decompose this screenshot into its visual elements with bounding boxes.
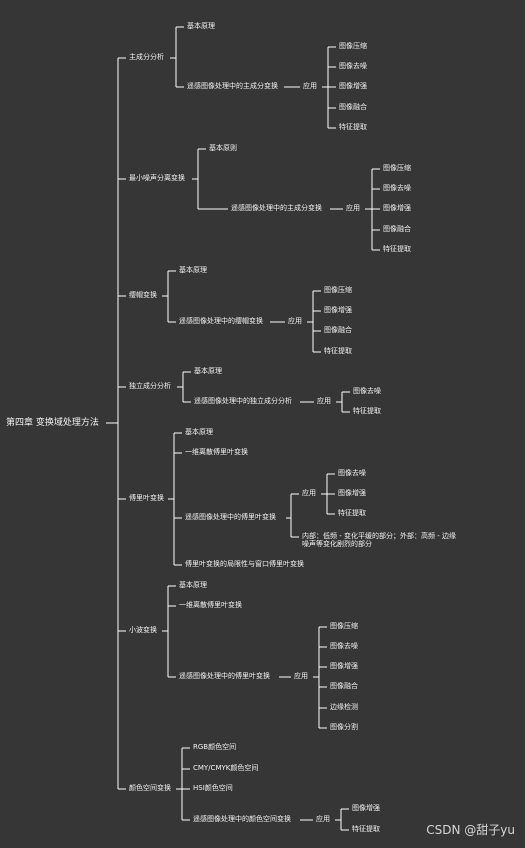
leaf-item[interactable]: 图像增强 [383,204,411,212]
node-application[interactable]: 应用 [288,317,302,325]
node-basic-principle[interactable]: 基本原理 [194,367,222,375]
node-basic-principle[interactable]: 基本原理 [179,581,207,589]
leaf-item[interactable]: 图像融合 [330,682,358,690]
node-rs-processing[interactable]: 遥感图像处理中的独立成分分析 [194,397,292,405]
node-basic-principle[interactable]: 基本原理 [179,266,207,274]
leaf-item[interactable]: 图像分割 [330,723,358,731]
branch-wavelet[interactable]: 小波变换 [129,626,157,634]
node-hsi[interactable]: HSI颜色空间 [193,784,233,792]
leaf-item[interactable]: 图像增强 [338,489,366,497]
branch-mnf[interactable]: 最小噪声分离变换 [129,174,185,182]
node-basic-principle[interactable]: 基本原则 [209,144,237,152]
node-rs-processing[interactable]: 遥感图像处理中的颜色空间变换 [193,815,291,823]
root-topic[interactable]: 第四章 变换域处理方法 [6,418,99,428]
leaf-item[interactable]: 图像增强 [324,306,352,314]
branch-pca[interactable]: 主成分分析 [129,53,164,61]
leaf-item[interactable]: 图像融合 [339,103,367,111]
branch-tasseled-cap[interactable]: 缨帽变换 [129,291,157,299]
branch-ica[interactable]: 独立成分分析 [129,382,171,390]
leaf-item[interactable]: 特征提取 [324,347,352,355]
leaf-item[interactable]: 特征提取 [338,509,366,517]
leaf-item[interactable]: 特征提取 [339,123,367,131]
leaf-item[interactable]: 特征提取 [353,407,381,415]
node-1d-dft[interactable]: 一维离散傅里叶变换 [185,448,248,456]
leaf-item[interactable]: 图像压缩 [330,622,358,630]
leaf-item[interactable]: 图像增强 [339,82,367,90]
watermark: CSDN @甜子yu [426,823,515,837]
leaf-item[interactable]: 特征提取 [352,825,380,833]
leaf-item[interactable]: 图像去噪 [383,184,411,192]
node-basic-principle[interactable]: 基本原理 [185,428,213,436]
node-rs-processing[interactable]: 遥感图像处理中的缨帽变换 [179,317,263,325]
node-basic-principle[interactable]: 基本原理 [187,22,215,30]
node-application[interactable]: 应用 [302,489,316,497]
node-rs-processing[interactable]: 遥感图像处理中的主成分变换 [187,82,278,90]
node-rs-processing[interactable]: 遥感图像处理中的傅里叶变换 [179,672,270,680]
leaf-item[interactable]: 图像去噪 [339,62,367,70]
node-rs-processing[interactable]: 遥感图像处理中的傅里叶变换 [185,513,276,521]
leaf-item[interactable]: 图像增强 [352,804,380,812]
node-cmyk[interactable]: CMY/CMYK颜色空间 [193,764,259,772]
leaf-item[interactable]: 图像融合 [383,225,411,233]
node-application[interactable]: 应用 [294,672,308,680]
leaf-item[interactable]: 图像压缩 [339,42,367,50]
node-window-fourier[interactable]: 傅里叶变换的局限性与窗口傅里叶变换 [185,560,304,568]
node-1d-dft[interactable]: 一维离散傅里叶变换 [179,601,242,609]
leaf-item[interactable]: 图像压缩 [324,286,352,294]
node-frequency-note[interactable]: 内部：低频 - 变化平缓的部分；外部：高频 - 边缘噪声等变化剧烈的部分 [302,532,456,548]
branch-color-space[interactable]: 颜色空间变换 [129,784,171,792]
leaf-item[interactable]: 图像去噪 [330,642,358,650]
leaf-item[interactable]: 图像增强 [330,662,358,670]
node-application[interactable]: 应用 [316,815,330,823]
node-application[interactable]: 应用 [346,204,360,212]
leaf-item[interactable]: 图像压缩 [383,164,411,172]
leaf-item[interactable]: 图像去噪 [338,469,366,477]
leaf-item[interactable]: 图像去噪 [353,387,381,395]
leaf-item[interactable]: 图像融合 [324,326,352,334]
leaf-item[interactable]: 特征提取 [383,245,411,253]
leaf-item[interactable]: 边缘检测 [330,703,358,711]
node-rgb[interactable]: RGB颜色空间 [193,743,237,751]
branch-fourier[interactable]: 傅里叶变换 [129,494,164,502]
node-application[interactable]: 应用 [303,82,317,90]
node-rs-processing[interactable]: 遥感图像处理中的主成分变换 [231,204,322,212]
node-application[interactable]: 应用 [317,397,331,405]
